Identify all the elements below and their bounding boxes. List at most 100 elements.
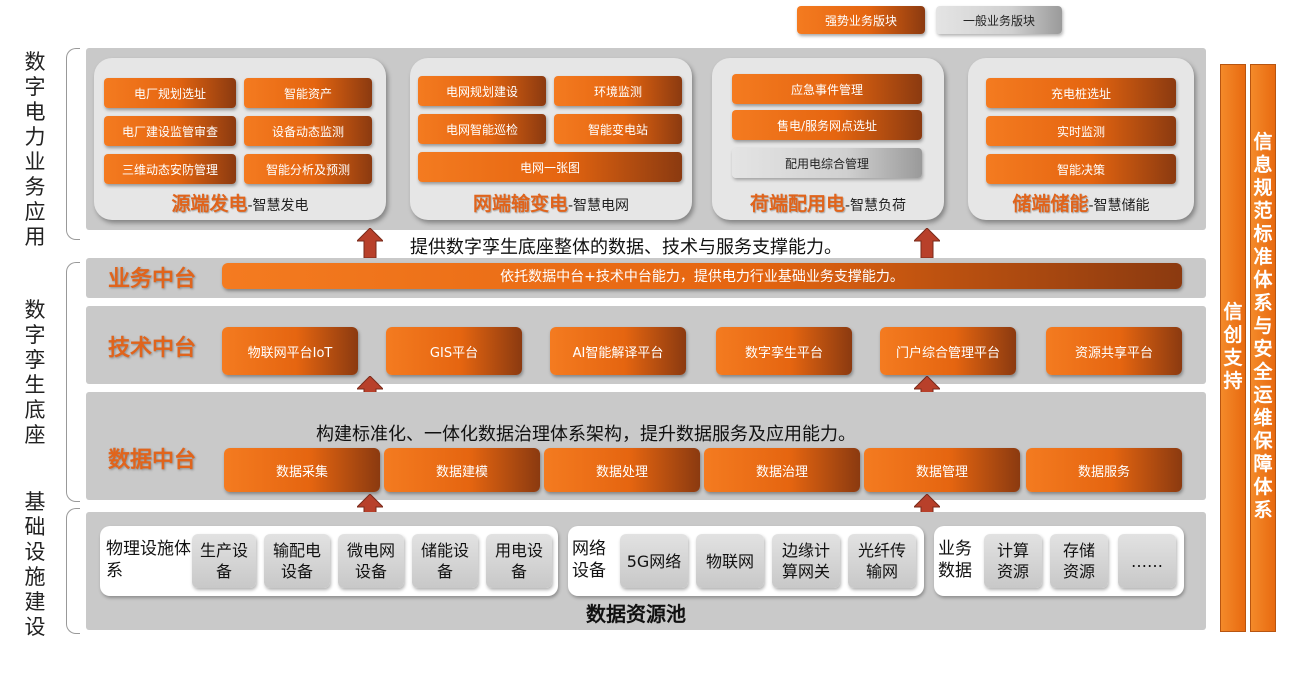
- resource-cell[interactable]: ……: [1118, 534, 1176, 588]
- panel-title: 荷端配用电-智慧负荷: [712, 189, 944, 216]
- governance-caption: 构建标准化、一体化数据治理体系架构，提升数据服务及应用能力。: [316, 424, 856, 445]
- xinchuang-column: 信创支持: [1220, 64, 1246, 632]
- business-bar: 依托数据中台+技术中台能力，提供电力行业基础业务支撑能力。: [222, 263, 1182, 289]
- app-item[interactable]: 电网一张图: [418, 152, 682, 182]
- up-arrow-icon: [357, 228, 383, 258]
- app-item[interactable]: 电厂规划选址: [104, 78, 236, 108]
- resource-label: ……: [1131, 551, 1163, 571]
- brace-twin: [66, 262, 80, 502]
- tech-item[interactable]: GIS平台: [386, 327, 522, 375]
- app-item[interactable]: 电网规划建设: [418, 76, 546, 106]
- resource-cell[interactable]: 储能设备: [412, 534, 478, 588]
- left-label-twin: 数字孪生底座: [24, 298, 46, 447]
- panel-title-sub: -智慧储能: [1088, 198, 1150, 214]
- app-item[interactable]: 电厂建设监管审查: [104, 116, 236, 146]
- app-item[interactable]: 应急事件管理: [732, 74, 922, 104]
- xinchuang-label: 信创支持: [1223, 301, 1243, 392]
- data-item[interactable]: 数据建模: [384, 448, 540, 492]
- data-item[interactable]: 数据处理: [544, 448, 700, 492]
- legend-strong: 强势业务版块: [797, 6, 925, 34]
- legend-general: 一般业务版块: [936, 6, 1062, 34]
- resource-label: 物联网: [705, 551, 754, 571]
- resource-cell[interactable]: 生产设备: [192, 534, 256, 588]
- up-arrow-icon: [357, 494, 383, 524]
- up-arrow-icon: [914, 228, 940, 258]
- app-item[interactable]: 智能分析及预测: [244, 154, 372, 184]
- tech-item[interactable]: 门户综合管理平台: [880, 327, 1016, 375]
- data-item[interactable]: 数据治理: [704, 448, 860, 492]
- tech-item[interactable]: 资源共享平台: [1046, 327, 1182, 375]
- app-item[interactable]: 设备动态监测: [244, 116, 372, 146]
- resource-label: 边缘计算网关: [781, 541, 830, 581]
- resource-label: 光纤传输网: [857, 541, 906, 581]
- data-item[interactable]: 数据服务: [1026, 448, 1182, 492]
- pool-title: 数据资源池: [586, 602, 686, 626]
- resource-label: 储能设备: [420, 541, 469, 581]
- panel-source-generation: 电厂规划选址 智能资产 电厂建设监管审查 设备动态监测 三维动态安防管理 智能分…: [94, 58, 386, 220]
- tech-item[interactable]: AI智能解译平台: [550, 327, 686, 375]
- app-item[interactable]: 环境监测: [554, 76, 682, 106]
- resource-label: 存储资源: [1062, 541, 1095, 581]
- brace-app: [66, 48, 80, 240]
- up-arrow-icon: [914, 494, 940, 524]
- panel-title-main: 源端发电: [171, 193, 248, 215]
- data-label: 数据中台: [108, 448, 197, 473]
- app-item[interactable]: 智能决策: [986, 154, 1176, 184]
- resource-cell[interactable]: 输配电设备: [264, 534, 330, 588]
- tech-item[interactable]: 数字孪生平台: [716, 327, 852, 375]
- support-caption: 提供数字孪生底座整体的数据、技术与服务支撑能力。: [410, 237, 842, 258]
- panel-title-sub: -智慧负荷: [844, 198, 907, 214]
- panel-title-sub: -智慧电网: [567, 198, 630, 214]
- tech-label: 技术中台: [108, 336, 197, 361]
- resource-cell[interactable]: 光纤传输网: [848, 534, 916, 588]
- panel-load-distribution: 应急事件管理 售电/服务网点选址 配用电综合管理 荷端配用电-智慧负荷: [712, 58, 944, 220]
- app-item[interactable]: 三维动态安防管理: [104, 154, 236, 184]
- left-label-infra: 基础设施建设: [24, 490, 46, 639]
- app-item[interactable]: 售电/服务网点选址: [732, 110, 922, 140]
- tech-item[interactable]: 物联网平台IoT: [222, 327, 358, 375]
- panel-grid-transmission: 电网规划建设 环境监测 电网智能巡检 智能变电站 电网一张图 网端输变电-智慧电…: [410, 58, 692, 220]
- resource-cell[interactable]: 计算资源: [984, 534, 1042, 588]
- resource-cell[interactable]: 5G网络: [620, 534, 688, 588]
- resource-label: 5G网络: [626, 551, 682, 571]
- resource-cell[interactable]: 边缘计算网关: [772, 534, 840, 588]
- group-physical: 物理设施体系 生产设备 输配电设备 微电网设备 储能设备 用电设备: [100, 526, 558, 596]
- data-item[interactable]: 数据采集: [224, 448, 380, 492]
- group-label: 网络设备: [572, 539, 606, 581]
- resource-label: 输配电设备: [272, 541, 321, 581]
- panel-title: 储端储能-智慧储能: [968, 189, 1194, 216]
- panel-title-sub: -智慧发电: [247, 198, 309, 214]
- resource-cell[interactable]: 存储资源: [1050, 534, 1108, 588]
- data-item[interactable]: 数据管理: [864, 448, 1020, 492]
- app-item[interactable]: 实时监测: [986, 116, 1176, 146]
- app-item[interactable]: 智能变电站: [554, 114, 682, 144]
- app-item[interactable]: 电网智能巡检: [418, 114, 546, 144]
- group-network: 网络设备 5G网络 物联网 边缘计算网关 光纤传输网: [568, 526, 924, 596]
- app-item[interactable]: 智能资产: [244, 78, 372, 108]
- panel-storage: 充电桩选址 实时监测 智能决策 储端储能-智慧储能: [968, 58, 1194, 220]
- up-arrow-icon: [357, 376, 383, 406]
- group-label: 业务数据: [938, 539, 972, 581]
- up-arrow-icon: [914, 376, 940, 406]
- group-label: 物理设施体系: [106, 539, 191, 581]
- resource-cell[interactable]: 用电设备: [486, 534, 552, 588]
- security-column: 信息规范标准体系与安全运维保障体系: [1250, 64, 1276, 632]
- resource-cell[interactable]: 物联网: [696, 534, 764, 588]
- resource-cell[interactable]: 微电网设备: [338, 534, 404, 588]
- app-item[interactable]: 配用电综合管理: [732, 148, 922, 178]
- resource-label: 用电设备: [494, 541, 543, 581]
- security-label: 信息规范标准体系与安全运维保障体系: [1253, 131, 1273, 521]
- resource-label: 生产设备: [200, 541, 249, 581]
- left-label-app: 数字电力业务应用: [24, 50, 46, 249]
- group-bizdata: 业务数据 计算资源 存储资源 ……: [934, 526, 1184, 596]
- panel-title-main: 网端输变电: [472, 193, 568, 215]
- resource-label: 计算资源: [996, 541, 1029, 581]
- resource-label: 微电网设备: [346, 541, 395, 581]
- panel-title: 源端发电-智慧发电: [94, 189, 386, 216]
- panel-title-main: 荷端配用电: [749, 193, 845, 215]
- panel-title-main: 储端储能: [1012, 193, 1089, 215]
- business-label: 业务中台: [108, 267, 197, 292]
- app-item[interactable]: 充电桩选址: [986, 78, 1176, 108]
- brace-infra: [66, 508, 80, 634]
- panel-title: 网端输变电-智慧电网: [410, 189, 692, 216]
